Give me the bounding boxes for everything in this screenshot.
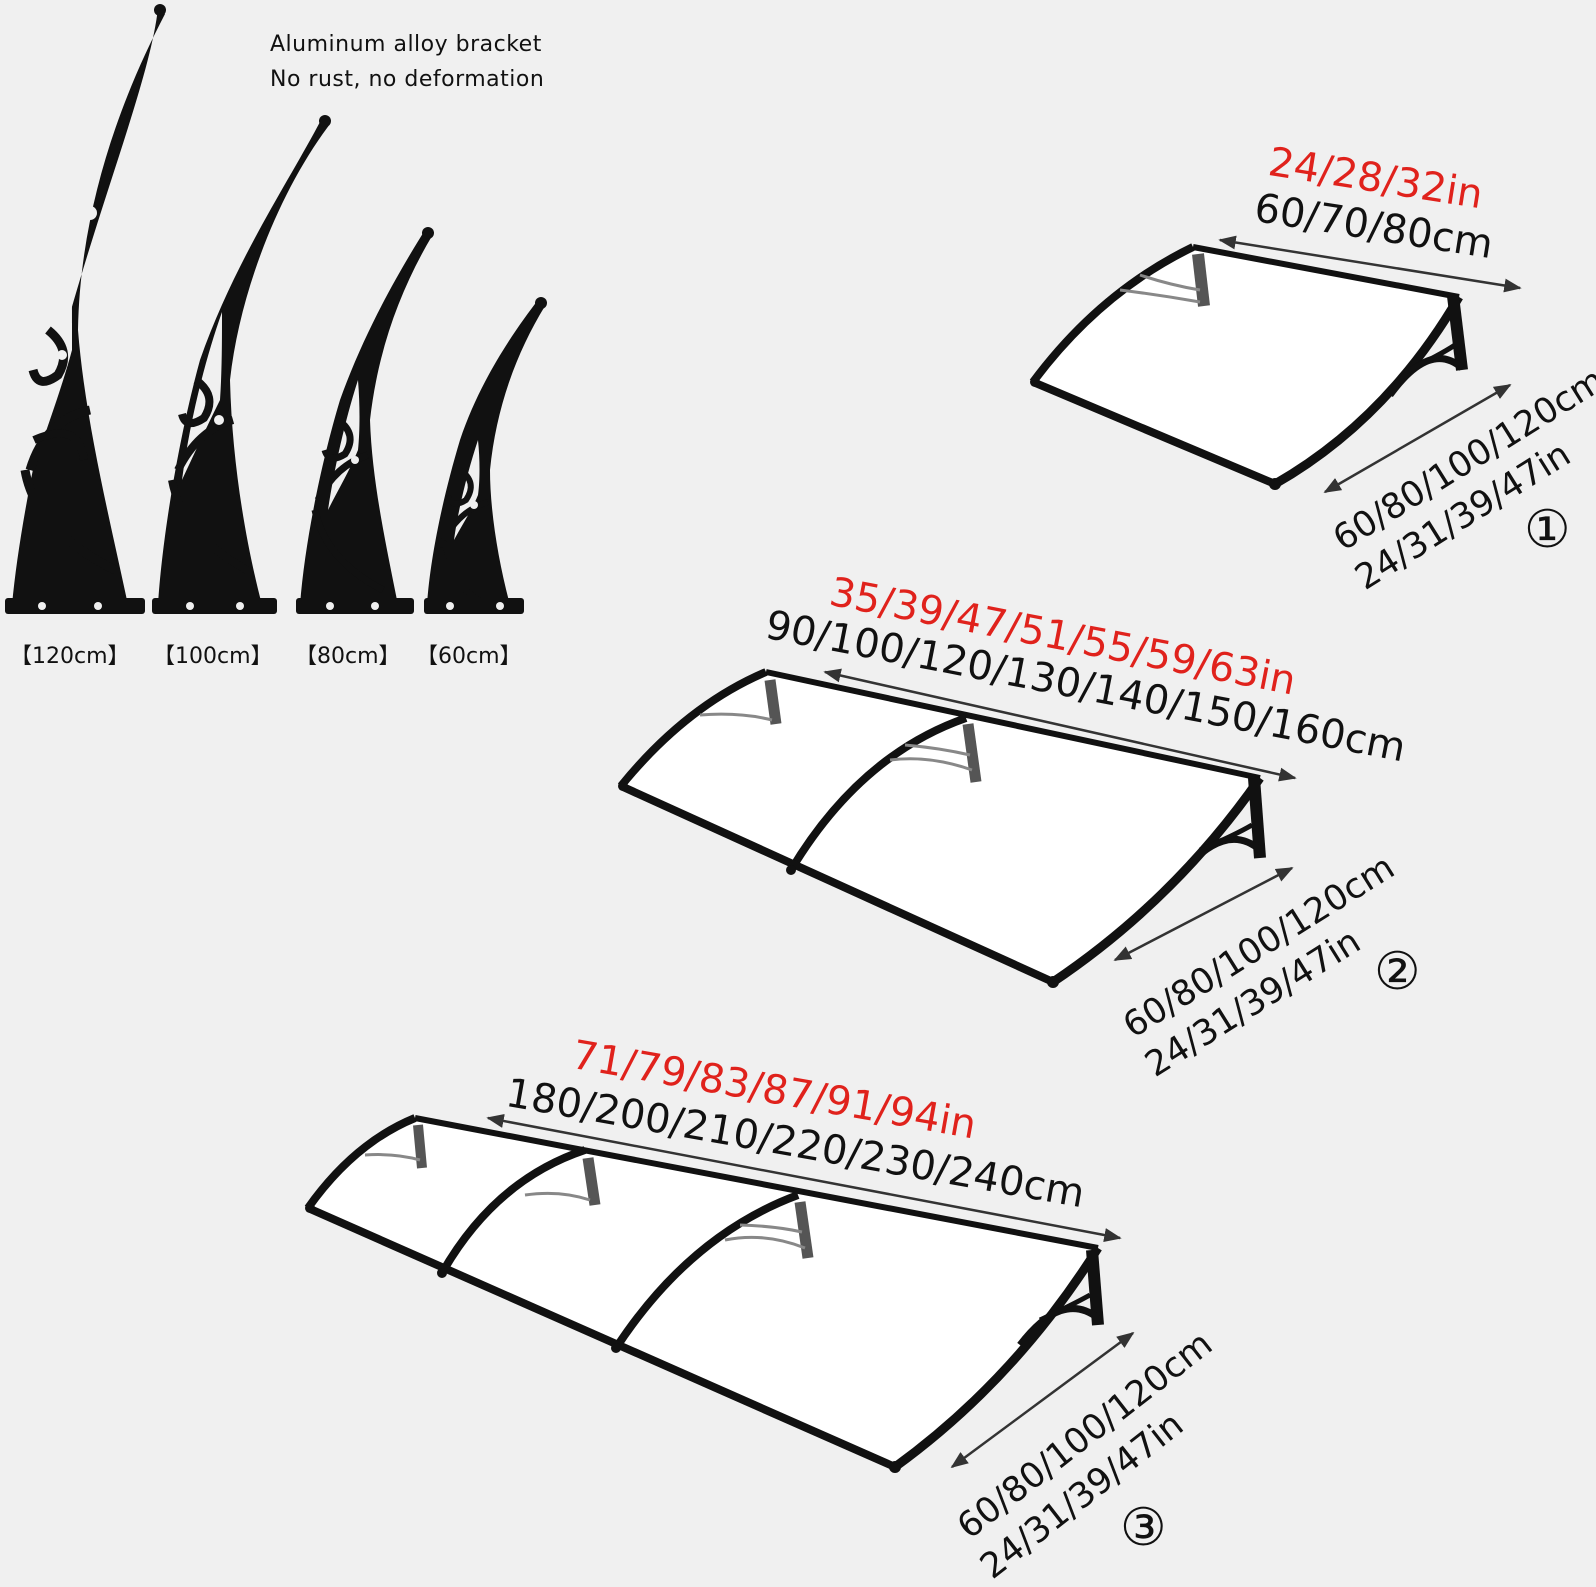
canopy-2-depth-arrow: [1113, 866, 1294, 962]
canopy-1-number: ①: [1524, 500, 1571, 560]
canopy-3-depth-arrow: [950, 1331, 1135, 1469]
bracket-label-80cm: 【80cm】: [295, 644, 401, 669]
canopy-1-width-arrow: [1218, 235, 1522, 293]
bracket-label-120cm: 【120cm】: [10, 644, 130, 669]
bracket-100cm: [152, 115, 331, 614]
bracket-label-100cm: 【100cm】: [153, 644, 273, 669]
caption-line-1: Aluminum alloy bracket: [270, 32, 542, 57]
canopy-1-depth-arrow: [1323, 383, 1512, 494]
canopy-2-width-arrow: [823, 668, 1297, 782]
bracket-80cm: [296, 227, 434, 614]
canopy-3-number: ③: [1120, 1498, 1167, 1558]
bracket-60cm: [424, 297, 547, 614]
canopy-3-width-arrow: [486, 1114, 1122, 1242]
canopy-2-number: ②: [1374, 942, 1421, 1002]
bracket-120cm: [5, 4, 166, 614]
canopy-1-illustration: [1029, 243, 1468, 490]
caption-line-2: No rust, no deformation: [270, 67, 545, 93]
bracket-caption: Aluminum alloy bracket No rust, no defor…: [270, 27, 544, 97]
bracket-label-60cm: 【60cm】: [416, 644, 522, 669]
